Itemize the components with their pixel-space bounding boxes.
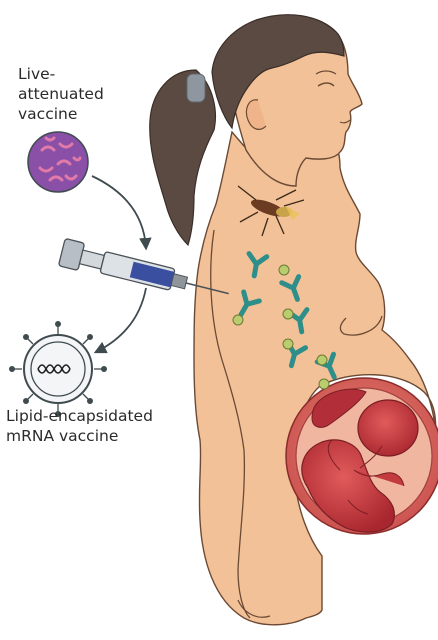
virus-particle-icon [28,132,88,192]
body-skin [194,132,436,625]
label-line: Live- [18,64,138,84]
live-attenuated-vaccine-label: Live- attenuated vaccine [18,64,138,124]
label-line: Lipid-encapsidated [6,406,206,426]
arrow-virus-to-syringe [92,176,146,248]
pregnant-woman [150,15,436,625]
label-line: attenuated [18,84,138,104]
mrna-vaccine-label: Lipid-encapsidated mRNA vaccine [6,406,206,446]
label-line: mRNA vaccine [6,426,206,446]
lipid-nanoparticle-icon [9,321,107,417]
label-line: vaccine [18,104,138,124]
uterus-with-fetus [286,378,438,534]
ponytail [150,70,216,245]
arrow-syringe-to-nanoparticle [96,288,146,352]
hair-tie [187,74,205,102]
